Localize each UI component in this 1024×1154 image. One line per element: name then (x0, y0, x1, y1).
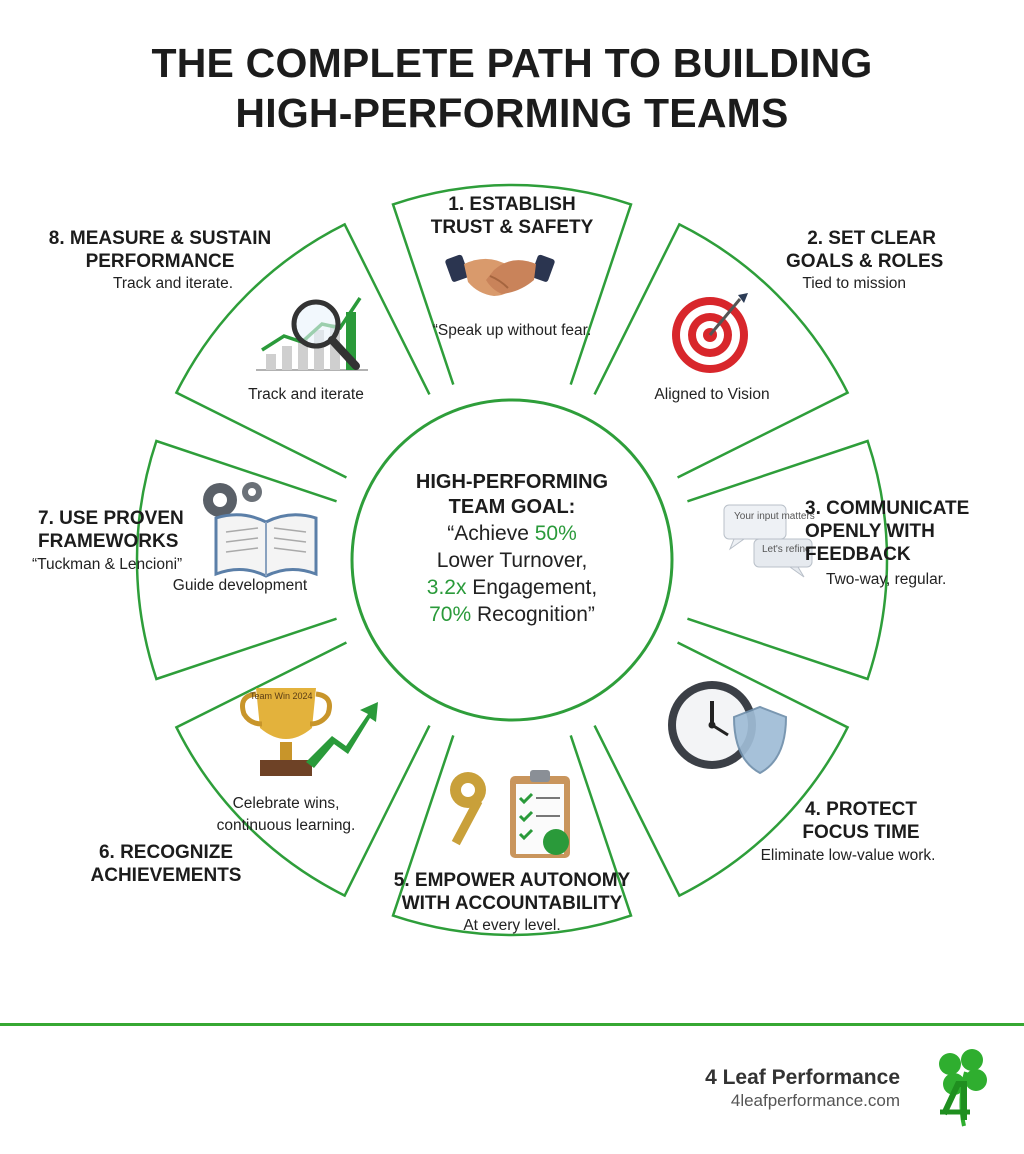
stat1-text: “Achieve (447, 522, 535, 545)
segment-3-bubble-2: Let's refine (762, 544, 811, 555)
brand-url[interactable]: 4leafperformance.com (730, 1091, 900, 1110)
target-icon (672, 293, 748, 373)
segment-outline-3 (687, 439, 889, 681)
segment-6-title-line-1: 6. RECOGNIZE (98, 842, 234, 863)
segment-outline-1 (391, 183, 633, 385)
segment-8-subtitle: Track and iterate. (112, 275, 234, 292)
handshake-icon (445, 254, 555, 296)
gears-book-icon (203, 482, 318, 578)
segment-outline-7 (135, 439, 337, 681)
segment-3-title-line-3: FEEDBACK (805, 544, 911, 565)
segment-4-subtitle: Eliminate low-value work. (760, 847, 936, 864)
segment-1-title: 1. ESTABLISH TRUST & SAFETY (412, 193, 612, 239)
segment-6-subtitle-line-2: continuous learning. (216, 817, 356, 834)
segment-7-title: 7. USE PROVEN FRAMEWORKS (38, 507, 184, 553)
segment-2-title: 2. SET CLEAR GOALS & ROLES (786, 227, 944, 273)
chat-bubbles-icon (723, 504, 813, 578)
center-stat-1: “Achieve 50% (380, 520, 644, 547)
segment-1-title-line-1: 1. ESTABLISH (448, 194, 576, 215)
brand-name: 4 Leaf Performance (705, 1066, 900, 1089)
segment-outline-2 (593, 222, 850, 479)
segment-2-inner-label: Aligned to Vision (654, 386, 770, 403)
segment-8-title-line-2: PERFORMANCE (85, 251, 235, 272)
segment-outline-8 (174, 222, 431, 479)
segment-4-title: 4. PROTECT FOCUS TIME (766, 798, 956, 844)
center-circle (350, 398, 674, 722)
segment-2-title-line-1: 2. SET CLEAR (807, 228, 936, 249)
stat3-number: 3.2x (426, 576, 467, 599)
segment-8-title: 8. MEASURE & SUSTAIN PERFORMANCE (40, 227, 280, 273)
segment-5-title-line-1: 5. EMPOWER AUTONOMY (393, 870, 631, 891)
chart-magnifier-icon (256, 297, 368, 371)
center-goal: HIGH-PERFORMING TEAM GOAL: “Achieve 50% … (380, 470, 644, 628)
footer-divider (0, 1023, 1024, 1026)
segment-5-title-line-2: WITH ACCOUNTABILITY (401, 893, 623, 914)
clover-logo-icon (939, 1049, 987, 1127)
segment-8-inner-label: Track and iterate (248, 386, 364, 403)
segment-4-title-line-1: 4. PROTECT (805, 799, 917, 820)
segment-outline-5 (391, 735, 633, 937)
stat4-number: 70% (429, 603, 472, 626)
stat3-text: Engagement, (466, 576, 598, 599)
stat1-number: 50% (534, 522, 577, 545)
segment-8-title-line-1: 8. MEASURE & SUSTAIN (48, 228, 272, 249)
segment-ring (135, 183, 889, 937)
segment-3-title-line-1: 3. COMMUNICATE (805, 498, 970, 519)
segment-6-trophy-label: Team Win 2024 (250, 691, 313, 701)
title-line-1: THE COMPLETE PATH TO BUILDING (151, 40, 873, 86)
center-stat-3: 3.2x Engagement, (380, 574, 644, 601)
title-line-2: HIGH-PERFORMING TEAMS (235, 90, 789, 136)
segment-7-title-line-1: 7. USE PROVEN (38, 508, 184, 529)
key-clipboard-icon (450, 770, 570, 858)
segment-1-subtitle: “Speak up without fear. (432, 322, 592, 339)
trophy-icon (240, 688, 378, 776)
page-title: THE COMPLETE PATH TO BUILDING HIGH-PERFO… (0, 38, 1024, 138)
segment-5-subtitle: At every level. (463, 917, 561, 934)
segment-3-title: 3. COMMUNICATE OPENLY WITH FEEDBACK (805, 497, 969, 566)
center-heading-1: HIGH-PERFORMING (415, 471, 609, 493)
segment-6-title: 6. RECOGNIZE ACHIEVEMENTS (76, 841, 256, 887)
segment-2-title-line-2: GOALS & ROLES (786, 251, 944, 272)
segment-2-subtitle: Tied to mission (802, 275, 906, 292)
segment-4-title-line-2: FOCUS TIME (802, 822, 920, 843)
segment-3-title-line-2: OPENLY WITH (805, 521, 935, 542)
center-heading-2: TEAM GOAL: (448, 496, 576, 518)
segment-7-title-line-2: FRAMEWORKS (38, 531, 179, 552)
segment-3-subtitle: Two-way, regular. (826, 571, 947, 588)
center-stat-4: 70% Recognition” (380, 601, 644, 628)
stat4-text: Recognition” (471, 603, 595, 626)
segment-6-subtitle-line-1: Celebrate wins, (232, 795, 340, 812)
segment-outline-6 (174, 641, 431, 898)
clock-shield-icon (668, 681, 788, 775)
segment-7-inner-label: Guide development (172, 577, 308, 594)
segment-6-subtitle: Celebrate wins, continuous learning. (200, 793, 372, 837)
segment-3-bubble-1: Your input matters (734, 511, 815, 522)
segment-5-title: 5. EMPOWER AUTONOMY WITH ACCOUNTABILITY (362, 869, 662, 915)
segment-6-title-line-2: ACHIEVEMENTS (90, 865, 242, 886)
center-stat-2: Lower Turnover, (436, 549, 588, 572)
segment-7-subtitle: “Tuckman & Lencioni” (32, 556, 183, 573)
segment-1-title-line-2: TRUST & SAFETY (430, 217, 594, 238)
segment-outline-4 (593, 641, 850, 898)
